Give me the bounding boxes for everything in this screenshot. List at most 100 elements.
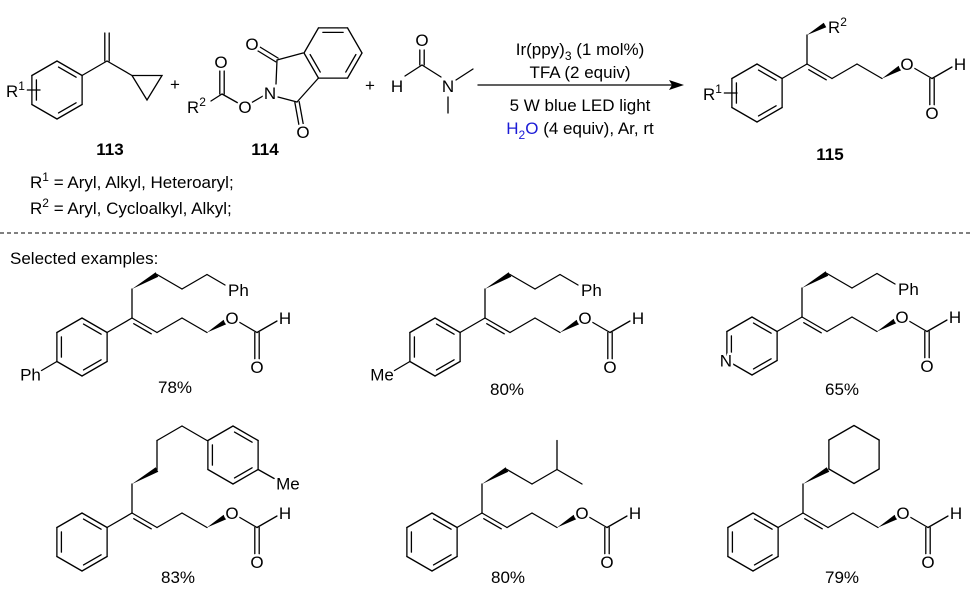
bond [296, 77, 320, 103]
benzene-ring [727, 512, 779, 572]
hydrogen-atom-label: H [950, 504, 962, 523]
hydrogen-atom-label: H [629, 504, 641, 523]
r-group-definition: R2 = Aryl, Cycloalkyl, Alkyl; [30, 196, 232, 218]
label-part: 1 [42, 170, 49, 184]
oxygen-atom-label: O [225, 504, 238, 523]
imide-carbonyl-bond [298, 100, 304, 125]
aryl-bond [459, 317, 486, 334]
hydrogen-atom-label: H [632, 309, 644, 328]
bond [277, 96, 298, 103]
label-part: H [629, 504, 641, 523]
ring-bond [431, 555, 458, 572]
nitrogen-atom-label: N [442, 77, 454, 96]
ring-bond [751, 359, 778, 376]
ring-bond [751, 316, 778, 333]
benzene-ring [56, 317, 108, 377]
bold-bond [802, 271, 829, 288]
bond [609, 320, 631, 334]
oxygen-atom-label: O [895, 308, 908, 327]
oxygen-atom-label: O [214, 53, 227, 72]
cyclohexyl-ring [828, 424, 880, 485]
oxygen-atom-label: O [238, 98, 251, 117]
oxygen-atom-label: O [296, 123, 309, 142]
ring-bond [56, 317, 83, 334]
label-part: Selected examples: [10, 249, 158, 268]
ring-bond [207, 468, 234, 485]
label-part: O [575, 504, 588, 523]
benzene-ring [56, 512, 108, 572]
bold-bond [207, 514, 227, 528]
label-part: Ph [581, 281, 602, 300]
alkene-double-bond [133, 322, 152, 335]
label-part: N [442, 77, 454, 96]
ring-bond [81, 555, 108, 572]
label-part: = Aryl, Alkyl, Heteroaryl; [49, 173, 234, 192]
bold-bond [882, 65, 902, 79]
label-part: 2 [42, 196, 49, 210]
bond [851, 272, 878, 289]
ring-bond [727, 555, 754, 572]
ring-inner-bond [233, 431, 253, 443]
ring-bond [232, 425, 259, 442]
ring-bond [726, 316, 753, 333]
label-part: 80% [490, 380, 524, 399]
imide-carbonyl-bond [257, 50, 277, 63]
r2-label: R2 [187, 95, 206, 117]
ring-bond [731, 106, 758, 123]
bond [206, 273, 226, 286]
ring-inner-bond [753, 518, 773, 530]
substituent-bond [39, 360, 58, 373]
compound-number-114: 114 [251, 140, 279, 159]
ring-bond [303, 27, 320, 54]
label-part: 83% [161, 568, 195, 587]
ring-bond [207, 425, 234, 442]
carbonyl-oxygen-label: O [603, 358, 616, 377]
ring-bond [56, 60, 83, 77]
aryl-bond [106, 512, 133, 529]
bond [588, 516, 608, 529]
light-condition: 5 W blue LED light [510, 96, 651, 115]
label-part: H [279, 309, 291, 328]
hydrogen-atom-label: H [391, 77, 403, 96]
oxygen-atom-label: O [900, 55, 913, 74]
label-part: = Aryl, Cycloalkyl, Alkyl; [49, 199, 232, 218]
ring-inner-bond [309, 53, 321, 73]
bond [913, 67, 933, 80]
bond [181, 317, 208, 334]
bond [455, 68, 474, 81]
label-part: O [896, 504, 909, 523]
methyl-label: Me [370, 366, 394, 385]
benzene-ring [731, 63, 783, 123]
bold-bond [485, 272, 512, 289]
hydrogen-atom-label: H [279, 309, 291, 328]
ring-bond [756, 63, 783, 80]
label-part: R [6, 82, 18, 101]
label-part: H [949, 308, 961, 327]
r-group-definitions: R1 = Aryl, Alkyl, Heteroaryl;R2 = Aryl, … [30, 170, 234, 218]
bold-bond [482, 467, 509, 484]
ring-bond [756, 106, 783, 123]
label-part: + [170, 75, 180, 94]
bond [556, 468, 583, 485]
bond [856, 63, 883, 80]
ring-inner-bond [752, 358, 772, 370]
aryl-bond [456, 512, 483, 529]
label-part: R [703, 85, 715, 104]
label-part: Ph [228, 281, 249, 300]
bond [106, 60, 133, 77]
bold-bond [207, 319, 227, 333]
oxygen-atom-label: O [575, 504, 588, 523]
alkene-double-bond [806, 63, 833, 80]
bold-bond [803, 467, 830, 484]
label-part: H [279, 504, 291, 523]
label-part: H [954, 55, 966, 74]
ring-bond [409, 360, 436, 377]
oxygen-atom-label: O [578, 309, 591, 328]
bond [404, 64, 423, 77]
